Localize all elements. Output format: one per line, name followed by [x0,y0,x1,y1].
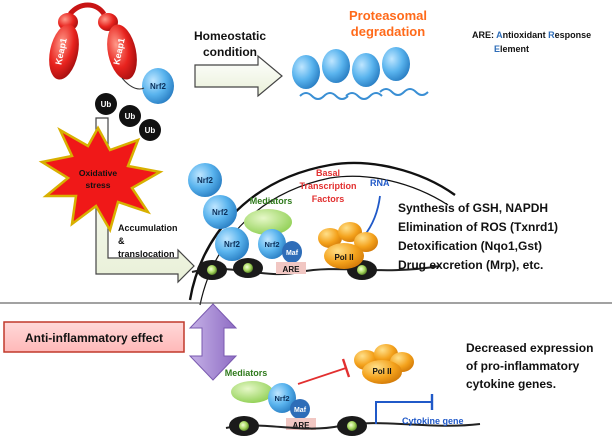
nrf2-label-c: Nrf2 [224,240,241,249]
cytokine-gene-marker [375,394,434,424]
keap1-nrf2-link [121,77,145,90]
nrf2-bound [142,68,174,104]
nrf2-label-b: Nrf2 [212,208,229,217]
pol2-complex-bottom [354,344,414,384]
basal-label-2: Transcription [299,181,356,191]
oxidative-label-1: Oxidative [79,168,118,178]
mediators-blob [244,209,292,235]
effect-item: Detoxification (Nqo1,Gst) [398,239,542,253]
decreased-expression-text: Decreased expression of pro-inflammatory… [466,341,593,391]
nrf2-label-a: Nrf2 [197,176,214,185]
cytokine-gene-label: Cytokine gene [402,416,464,426]
effects-list: Synthesis of GSH, NAPDH Elimination of R… [398,201,558,272]
degraded-nrf2 [292,47,429,100]
decreased-line: Decreased expression [466,341,593,355]
are-box-top [276,262,306,274]
nuclear-membrane [188,161,456,306]
keap1-left [49,24,79,80]
nrf2-at-promoter [258,229,286,259]
homeostatic-arrow [194,54,283,98]
maf-label-a: Maf [286,250,299,257]
ub-1-label: Ub [101,100,112,109]
anti-inflammatory-label: Anti-inflammatory effect [25,331,163,345]
proteasomal-label-2: degradation [351,24,425,39]
accumulation-label-2: & [118,236,125,246]
homeostatic-label-1: Homeostatic [194,29,266,43]
ub-2 [119,105,141,127]
nrf2-bottom [268,383,296,413]
nrf2-bound-label: Nrf2 [150,82,167,91]
are-label-bottom: ARE [293,421,311,430]
pol2-complex-top [318,222,378,269]
proteasomal-label-1: Proteasomal [349,8,427,23]
ub-1 [95,93,117,115]
basal-label-3: Factors [312,194,345,204]
ub-2-label: Ub [125,112,136,121]
are-label-top: ARE [283,265,301,274]
basal-label-1: Basal [316,168,340,178]
accumulation-label-3: translocation [118,249,175,259]
homeostatic-label-2: condition [203,45,257,59]
purple-double-arrow [188,303,238,381]
oxidative-label-2: stress [85,180,110,190]
rna-label: RNA [370,178,390,188]
anti-inflammatory-box [3,321,185,353]
accumulation-label-1: Accumulation [118,223,178,233]
effect-item: Synthesis of GSH, NAPDH [398,201,548,215]
maf-label-b: Maf [294,407,307,414]
decreased-line: of pro-inflammatory [466,359,580,373]
are-legend-line1: ARE: Antioxidant Response [472,30,591,40]
pol2-label-bottom: Pol II [372,367,391,376]
nrf2-label-e: Nrf2 [274,394,289,403]
effect-item: Drug excretion (Mrp), etc. [398,258,543,272]
nrf2-label-d: Nrf2 [264,240,279,249]
translocating-nrf2 [188,163,249,261]
oxidative-stress-burst [38,125,164,234]
decreased-line: cytokine genes. [466,377,556,391]
maf-bottom [290,399,310,419]
mediators-label: Mediators [250,196,293,206]
mediators-blob-bottom [231,381,273,403]
ub-3 [139,119,161,141]
keap1-dimer-linker [68,2,107,16]
effect-item: Elimination of ROS (Txnrd1) [398,220,558,234]
keap1-right [107,24,137,80]
inhibition-arrow [297,358,351,385]
mediators-label-bottom: Mediators [225,368,268,378]
nucleosomes-bottom [229,416,367,436]
pol2-label-top: Pol II [334,253,353,262]
keap1-nrf2-complex: Keap1 Keap1 Nrf2 Ub Ub Ub [49,2,174,141]
ub-3-label: Ub [145,126,156,135]
are-legend-line2: Element [494,44,529,54]
maf-at-promoter [282,241,302,263]
